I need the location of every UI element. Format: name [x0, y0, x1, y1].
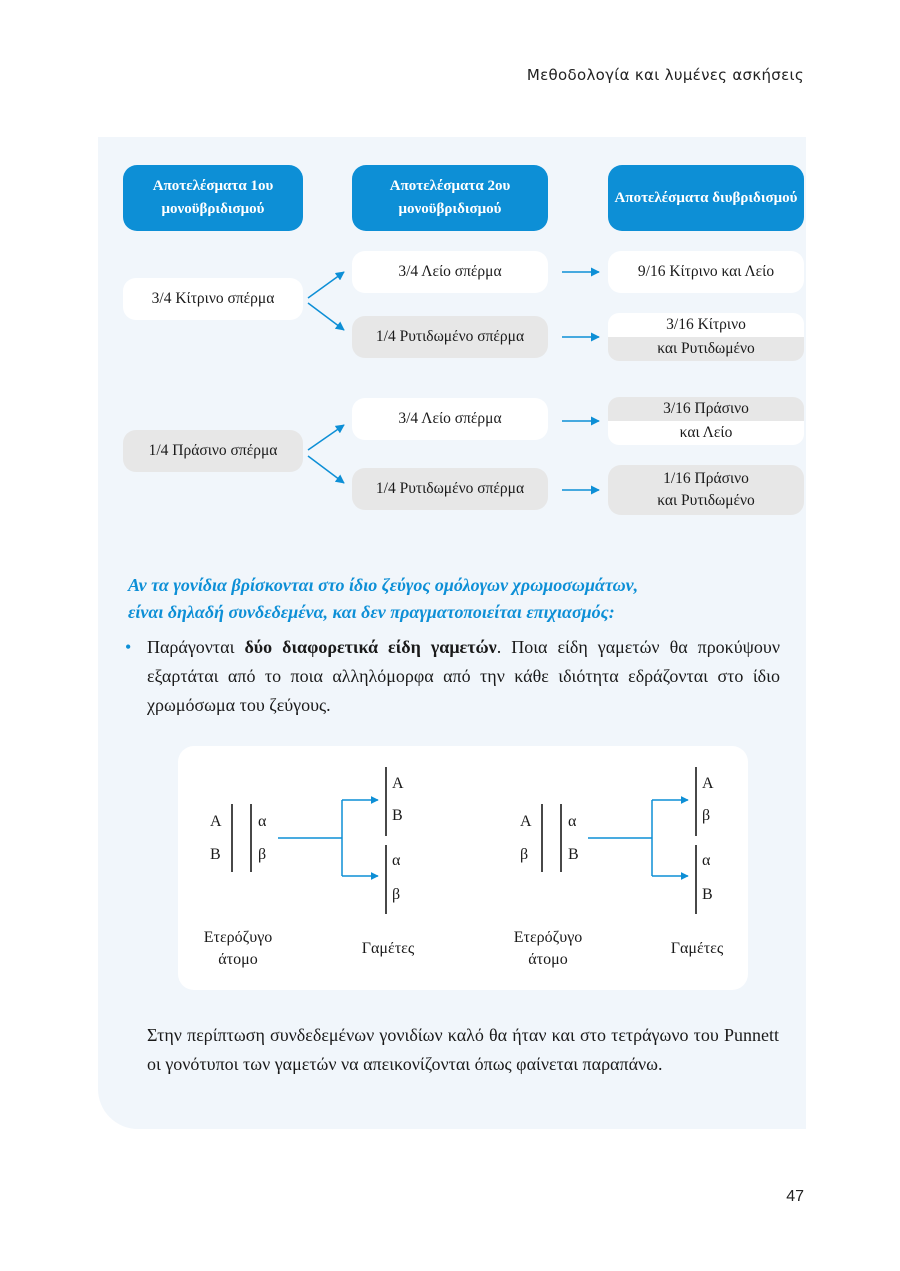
linked-genes-heading-line2: είναι δηλαδή συνδεδεμένα, και δεν πραγμα… [128, 602, 615, 622]
result-green-smooth-line1: 3/16 Πράσινο [608, 397, 804, 421]
wrinkled-seed-box-2: 1/4 Ρυτιδωμένο σπέρμα [352, 468, 548, 510]
left-parent-caption-line1: Ετερόζυγο [203, 929, 273, 946]
left-parent-allele-1a: Α [210, 813, 222, 830]
left-gametes-caption: Γαμέτες [361, 940, 415, 957]
right-parent-caption: Ετερόζυγο άτομο [498, 927, 598, 971]
linked-genes-heading-line1: Αν τα γονίδια βρίσκονται στο ίδιο ζεύγος… [128, 575, 639, 595]
linked-genes-heading: Αν τα γονίδια βρίσκονται στο ίδιο ζεύγος… [128, 572, 808, 626]
gamete-diagram-card [178, 746, 748, 990]
header-first-monohybrid-label: Αποτελέσματα 1ου μονοϋβριδισμού [152, 178, 274, 217]
right-parent-caption-line1: Ετερόζυγο [513, 929, 583, 946]
smooth-seed-box-2: 3/4 Λείο σπέρμα [352, 398, 548, 440]
running-head: Μεθοδολογία και λυμένες ασκήσεις [526, 66, 804, 84]
arrow-green-to-smooth [307, 424, 345, 451]
right-gamete-1-allele-b: β [702, 807, 711, 824]
left-gamete-2-allele-a: α [392, 852, 401, 869]
wrinkled-seed-box-1: 1/4 Ρυτιδωμένο σπέρμα [352, 316, 548, 358]
right-parent-allele-1b: β [520, 846, 529, 863]
header-first-monohybrid: Αποτελέσματα 1ου μονοϋβριδισμού [123, 165, 303, 231]
result-green-wrinkled-line2: και Ρυτιδωμένο [657, 492, 755, 509]
smooth-seed-box-1: 3/4 Λείο σπέρμα [352, 251, 548, 293]
result-yellow-wrinkled: 3/16 Κίτρινο και Ρυτιδωμένο [608, 313, 804, 361]
left-parent-allele-2b: β [258, 846, 267, 863]
left-parent-caption: Ετερόζυγο άτομο [188, 927, 288, 971]
bullet-text: Παράγονται δύο διαφορετικά είδη γαμετών.… [125, 633, 780, 720]
result-yellow-wrinkled-line1: 3/16 Κίτρινο [608, 313, 804, 337]
page-number: 47 [786, 1188, 804, 1205]
bullet-text-bold: δύο διαφορετικά είδη γαμετών [244, 637, 497, 657]
result-green-smooth-line2: και Λείο [608, 421, 804, 445]
left-gamete-1-allele-b: Β [392, 807, 403, 824]
header-second-monohybrid: Αποτελέσματα 2ου μονοϋβριδισμού [352, 165, 548, 231]
yellow-seed-box: 3/4 Κίτρινο σπέρμα [123, 278, 303, 320]
left-gamete-2-allele-b: β [392, 886, 401, 903]
header-second-monohybrid-label: Αποτελέσματα 2ου μονοϋβριδισμού [389, 178, 511, 217]
right-parent-allele-1a: Α [520, 813, 532, 830]
left-parent-caption-line2: άτομο [218, 951, 258, 968]
left-parent-allele-1b: Β [210, 846, 221, 863]
result-yellow-smooth: 9/16 Κίτρινο και Λείο [608, 251, 804, 293]
bullet-text-start: Παράγονται [147, 637, 245, 657]
result-yellow-wrinkled-line2: και Ρυτιδωμένο [608, 337, 804, 361]
bullet-text-end: . Ποια είδη γαμετών θα προκύψουν εξαρτάτ… [147, 637, 780, 715]
arrow-yellow-to-smooth [307, 271, 345, 299]
closing-paragraph: Στην περίπτωση συνδεδεμένων γονιδίων καλ… [147, 1025, 779, 1074]
gametes-bullet: • Παράγονται δύο διαφορετικά είδη γαμετώ… [125, 633, 780, 720]
right-parent-allele-2b: Β [568, 846, 579, 863]
left-parent-allele-2a: α [258, 813, 267, 830]
header-dihybrid-label: Αποτελέσματα διυβριδισμού [614, 189, 798, 206]
green-seed-box: 1/4 Πράσινο σπέρμα [123, 430, 303, 472]
arrow-yellow-to-wrinkled [307, 302, 345, 331]
arrow-green-to-wrinkled [307, 455, 345, 484]
right-parent-allele-2a: α [568, 813, 577, 830]
left-gamete-1-allele-a: Α [392, 775, 404, 792]
right-gamete-2-allele-b: Β [702, 886, 713, 903]
right-parent-caption-line2: άτομο [528, 951, 568, 968]
bullet-marker: • [125, 637, 132, 657]
header-dihybrid: Αποτελέσματα διυβριδισμού [608, 165, 804, 231]
right-gamete-2-allele-a: α [702, 852, 711, 869]
right-gametes-caption: Γαμέτες [670, 940, 724, 957]
result-green-smooth: 3/16 Πράσινο και Λείο [608, 397, 804, 445]
result-green-wrinkled-line1: 1/16 Πράσινο [663, 470, 749, 487]
result-green-wrinkled: 1/16 Πράσινο και Ρυτιδωμένο [608, 465, 804, 515]
right-gamete-1-allele-a: Α [702, 775, 714, 792]
